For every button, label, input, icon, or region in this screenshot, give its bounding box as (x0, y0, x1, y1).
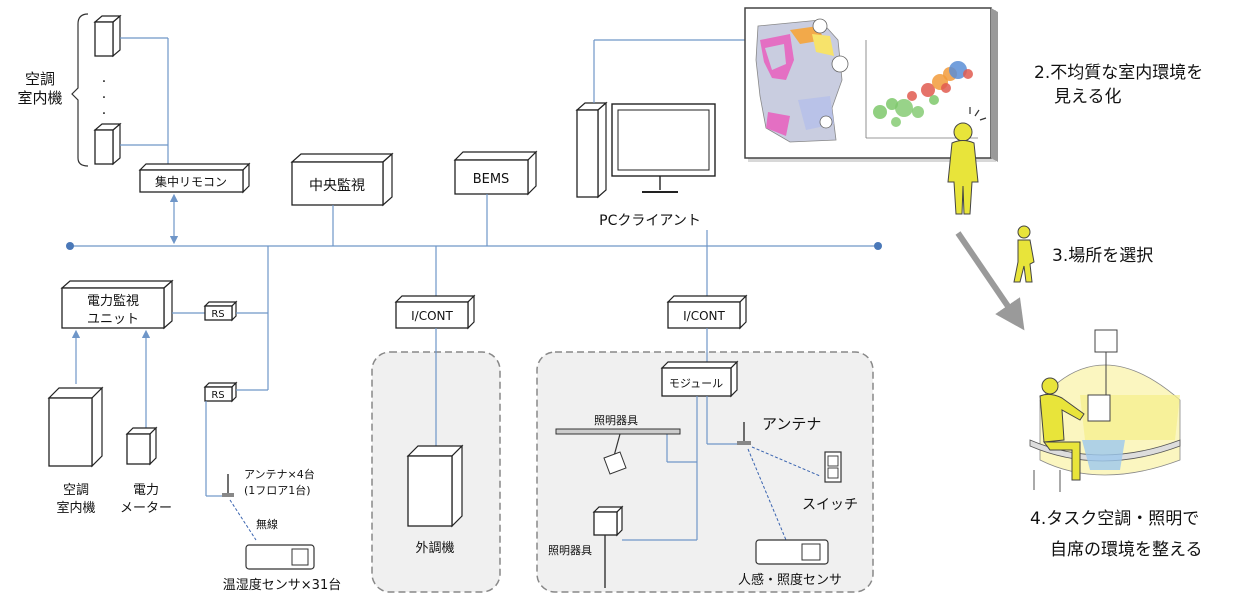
wireless-link (229, 499, 257, 541)
antenna-right: アンテナ (737, 415, 821, 445)
visualization-screen (744, 7, 998, 162)
ellipsis-dot: . (102, 86, 106, 102)
step4-line1: 4.タスク空調・照明で (1030, 509, 1199, 529)
indoor-unit-group: 空調 室内機 . . . (17, 13, 169, 170)
bracket (71, 13, 89, 167)
presence-sensor: 人感・照度センサ (738, 539, 842, 588)
power-meter-label-2: メーター (120, 501, 172, 516)
wireless-label: 無線 (256, 517, 278, 531)
presence-sensor-label: 人感・照度センサ (738, 572, 842, 588)
rs-box-upper: RS (203, 300, 238, 322)
central-remote: 集中リモコン (138, 162, 251, 245)
icont-center: I/CONT (394, 294, 476, 330)
wireless-link (747, 448, 787, 541)
central-monitor: 中央監視 (290, 152, 394, 246)
indoor-unit-label-2: 室内機 (56, 500, 95, 516)
task-desk-illustration (1029, 329, 1181, 492)
pc-client-label: PCクライアント (599, 213, 701, 229)
power-meter: 電力 メーター (120, 426, 172, 516)
power-monitor-unit: 電力監視 ユニット (60, 279, 205, 428)
indoor-unit-bottom-left: 空調 室内機 (47, 386, 104, 516)
person-viewing-icon (947, 107, 987, 215)
floor-heatmap (755, 18, 849, 143)
icont-label: I/CONT (411, 309, 453, 323)
power-monitor-label-2: ユニット (87, 312, 139, 327)
outdoor-unit: 外調機 (406, 444, 464, 556)
step4-line2: 自席の環境を整える (1050, 540, 1203, 560)
pc-client: PCクライアント (575, 39, 745, 246)
outdoor-unit-label: 外調機 (415, 541, 454, 556)
rs-box-lower: RS (203, 381, 238, 403)
icont-label: I/CONT (683, 309, 725, 323)
indoor-unit-top (93, 14, 122, 58)
rs-label: RS (211, 309, 224, 320)
bems: BEMS (453, 150, 538, 246)
antenna-count-label-1: アンテナ×4台 (244, 467, 315, 481)
module: モジュール (660, 360, 739, 398)
indoor-unit-group-label-1: 空調 (25, 70, 55, 88)
temp-humidity-sensor-label: 温湿度センサ×31台 (223, 577, 341, 593)
lighting-fixture-upper: 照明器具 (555, 414, 681, 475)
lighting-fixture-lower: 照明器具 (548, 505, 624, 588)
temp-humidity-sensor: 温湿度センサ×31台 (223, 544, 341, 593)
antenna-left: アンテナ×4台 (1フロア1台) (222, 467, 315, 497)
lighting-panel (536, 351, 874, 593)
antenna-label: アンテナ (762, 415, 821, 433)
indoor-unit-group-label-2: 室内機 (17, 89, 62, 107)
icont-right: I/CONT (666, 294, 748, 330)
bems-label: BEMS (473, 172, 510, 187)
power-meter-label-1: 電力 (133, 483, 159, 498)
ellipsis-dot: . (102, 102, 106, 118)
switch: スイッチ (802, 451, 858, 513)
step2-line1: 2.不均質な室内環境を (1034, 63, 1203, 83)
antenna-count-label-2: (1フロア1台) (244, 483, 311, 497)
step2-line2: 見える化 (1054, 87, 1122, 107)
central-monitor-label: 中央監視 (309, 177, 365, 194)
lighting-fixture-label: 照明器具 (548, 544, 592, 557)
module-label: モジュール (669, 377, 723, 390)
wireless-link (751, 446, 821, 477)
power-monitor-label-1: 電力監視 (87, 293, 139, 309)
rs-label: RS (211, 390, 224, 401)
switch-label: スイッチ (802, 497, 858, 513)
bubble-chart (865, 40, 978, 139)
network-bus (66, 242, 882, 250)
central-remote-label: 集中リモコン (155, 174, 227, 189)
ellipsis-dot: . (102, 70, 106, 86)
person-walking-icon (1013, 225, 1035, 283)
indoor-unit-bottom (93, 122, 122, 166)
indoor-unit-label-1: 空調 (63, 483, 89, 498)
lighting-fixture-label: 照明器具 (594, 414, 638, 427)
step3-label: 3.場所を選択 (1052, 246, 1153, 266)
flow-arrow (955, 231, 1025, 331)
